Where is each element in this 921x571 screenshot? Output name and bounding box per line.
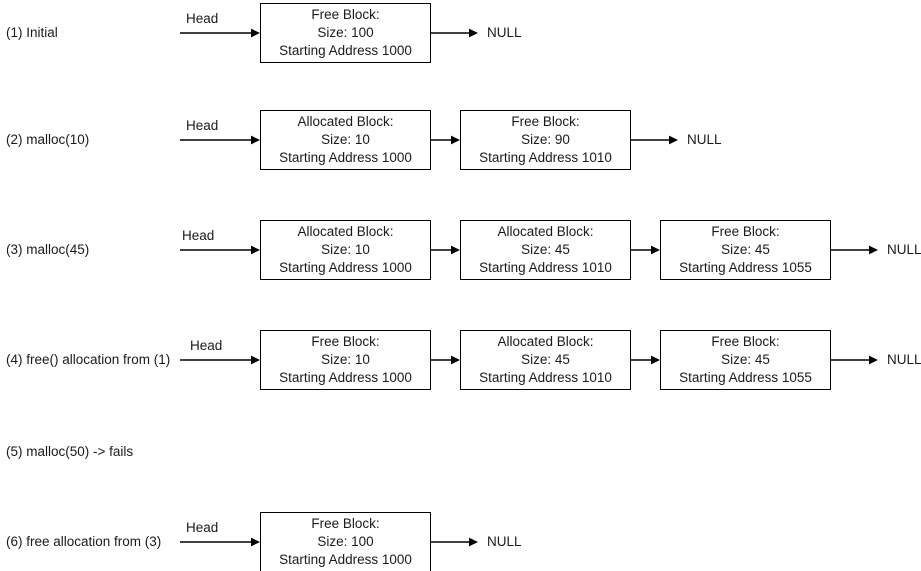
memory-block: Free Block: Size: 45 Starting Address 1055 xyxy=(660,330,831,390)
block-address-text: Starting Address 1000 xyxy=(279,150,412,165)
memory-block: Free Block: Size: 10 Starting Address 1000 xyxy=(260,330,431,390)
head-label-2: Head xyxy=(186,118,219,133)
block-link-arrow xyxy=(431,354,460,366)
head-arrow-3 xyxy=(180,244,260,256)
null-arrow-3 xyxy=(831,244,878,256)
block-size-text: Size: 45 xyxy=(521,242,570,257)
block-link-arrow xyxy=(631,244,660,256)
null-label-3: NULL xyxy=(887,242,921,257)
step-label-6: (6) free allocation from (3) xyxy=(6,534,162,549)
null-arrow-2 xyxy=(631,134,678,146)
memory-block: Allocated Block: Size: 10 Starting Address… xyxy=(260,220,431,280)
block-kind-text: Allocated Block: xyxy=(297,224,394,239)
head-label-6: Head xyxy=(186,520,219,535)
block-address-text: Starting Address 1010 xyxy=(479,150,612,165)
block-kind-text: Allocated Block: xyxy=(297,114,394,129)
block-size-text: Size: 45 xyxy=(721,352,770,367)
block-kind-text: Free Block: xyxy=(311,7,380,22)
block-address-text: Starting Address 1000 xyxy=(279,43,412,58)
memory-block: Allocated Block: Size: 10 Starting Address… xyxy=(260,110,431,170)
block-size-text: Size: 10 xyxy=(321,242,370,257)
memory-block: Free Block: Size: 45 Starting Address 1055 xyxy=(660,220,831,280)
null-label-6: NULL xyxy=(487,534,522,549)
block-kind-text: Free Block: xyxy=(711,334,780,349)
block-kind-text: Allocated Block: xyxy=(497,224,594,239)
block-size-text: Size: 100 xyxy=(317,534,374,549)
block-size-text: Size: 90 xyxy=(521,132,570,147)
block-address-text: Starting Address 1010 xyxy=(479,370,612,385)
block-kind-text: Free Block: xyxy=(311,334,380,349)
block-address-text: Starting Address 1055 xyxy=(679,370,812,385)
null-arrow-4 xyxy=(831,354,878,366)
step-label-4: (4) free() allocation from (1) xyxy=(6,352,171,367)
head-label-1: Head xyxy=(186,11,219,26)
block-size-text: Size: 10 xyxy=(321,132,370,147)
null-label-4: NULL xyxy=(887,352,921,367)
block-kind-text: Free Block: xyxy=(311,516,380,531)
step-label-2: (2) malloc(10) xyxy=(6,132,90,147)
memory-block: Free Block: Size: 90 Starting Address 1010 xyxy=(460,110,631,170)
step-label-3: (3) malloc(45) xyxy=(6,242,90,257)
block-address-text: Starting Address 1010 xyxy=(479,260,612,275)
block-link-arrow xyxy=(631,354,660,366)
head-arrow-1 xyxy=(180,27,260,39)
head-arrow-2 xyxy=(180,134,260,146)
step-label-5: (5) malloc(50) -> fails xyxy=(6,444,134,459)
block-kind-text: Free Block: xyxy=(711,224,780,239)
block-address-text: Starting Address 1000 xyxy=(279,370,412,385)
null-label-1: NULL xyxy=(487,25,522,40)
head-arrow-4 xyxy=(180,354,260,366)
block-kind-text: Allocated Block: xyxy=(497,334,594,349)
memory-block: Allocated Block: Size: 45 Starting Address… xyxy=(460,330,631,390)
null-label-2: NULL xyxy=(687,132,722,147)
null-arrow-6 xyxy=(431,536,478,548)
block-size-text: Size: 100 xyxy=(317,25,374,40)
block-size-text: Size: 45 xyxy=(721,242,770,257)
block-address-text: Starting Address 1000 xyxy=(279,260,412,275)
block-kind-text: Free Block: xyxy=(511,114,580,129)
null-arrow-1 xyxy=(431,27,478,39)
block-link-arrow xyxy=(431,244,460,256)
block-address-text: Starting Address 1000 xyxy=(279,552,412,567)
head-label-3: Head xyxy=(182,228,215,243)
block-link-arrow xyxy=(431,134,460,146)
block-size-text: Size: 45 xyxy=(521,352,570,367)
head-arrow-6 xyxy=(180,536,260,548)
memory-block: Allocated Block: Size: 45 Starting Address… xyxy=(460,220,631,280)
head-label-4: Head xyxy=(190,338,223,353)
block-address-text: Starting Address 1055 xyxy=(679,260,812,275)
step-label-1: (1) Initial xyxy=(6,25,58,40)
block-size-text: Size: 10 xyxy=(321,352,370,367)
